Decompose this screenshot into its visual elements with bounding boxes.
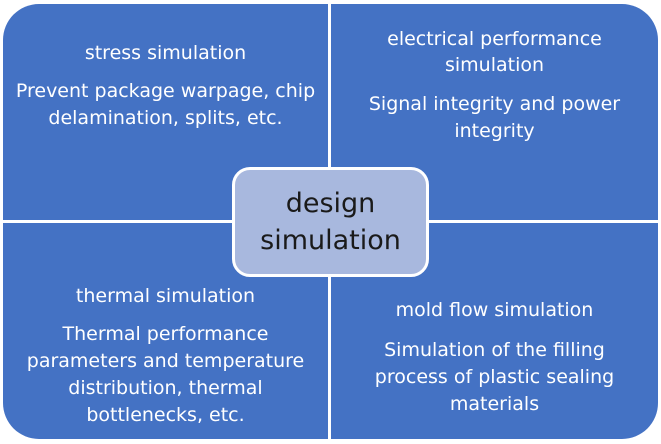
electrical-performance-simulation-title: electrical performance simulation xyxy=(387,28,602,76)
mold-flow-simulation-description: Simulation of the filling process of pla… xyxy=(374,339,615,415)
stress-simulation-title: stress simulation xyxy=(84,42,247,64)
mold-flow-simulation-title: mold flow simulation xyxy=(395,299,594,321)
quadrant-stress-simulation: stress simulation Prevent package warpag… xyxy=(3,4,328,220)
thermal-simulation-title: thermal simulation xyxy=(75,285,256,307)
stress-simulation-description: Prevent package warpage, chip delaminati… xyxy=(15,80,316,129)
design-simulation-label: design simulation xyxy=(260,188,401,256)
thermal-simulation-description: Thermal performance parameters and tempe… xyxy=(26,323,305,426)
quadrant-thermal-simulation: thermal simulation Thermal performance p… xyxy=(3,223,328,439)
electrical-performance-simulation-description: Signal integrity and power integrity xyxy=(368,93,621,142)
design-simulation-center-box: design simulation xyxy=(232,167,429,277)
